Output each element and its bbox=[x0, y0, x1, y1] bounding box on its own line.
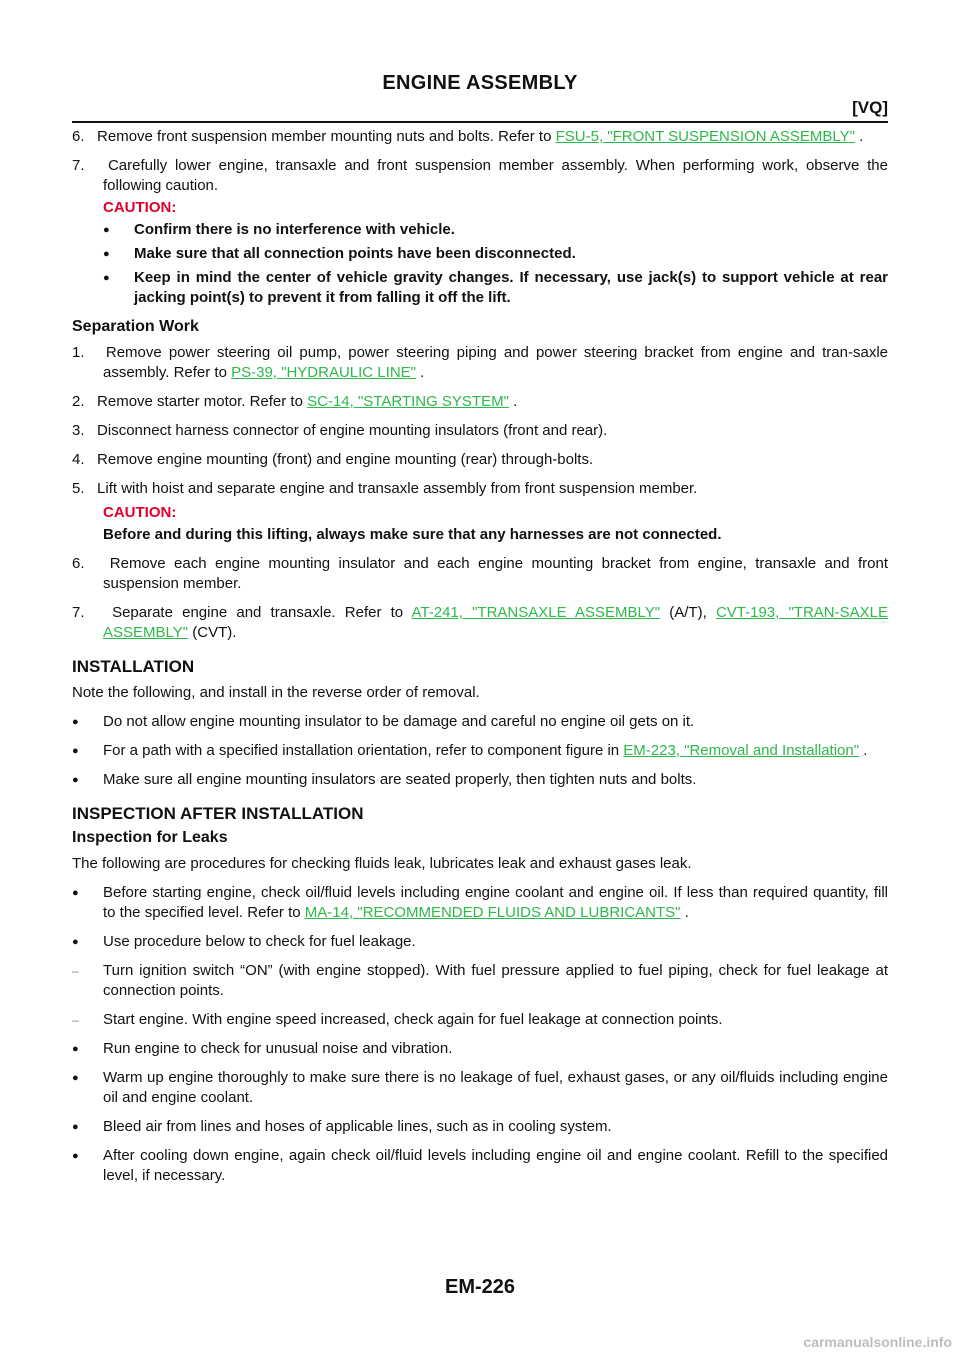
subheading-inspection-leaks: Inspection for Leaks bbox=[72, 829, 228, 846]
link-at-241[interactable]: AT-241, "TRANSAXLE ASSEMBLY" bbox=[411, 604, 661, 621]
installation-bullet: For a path with a specified installation… bbox=[72, 741, 888, 761]
engine-model-label: [VQ] bbox=[852, 98, 888, 117]
sep-step-6: 6. Remove each engine mounting insulator… bbox=[72, 555, 888, 592]
sep-step-1: 1. Remove power steering oil pump, power… bbox=[72, 344, 888, 381]
link-ma-14[interactable]: MA-14, "RECOMMENDED FLUIDS AND LUBRICANT… bbox=[304, 904, 681, 921]
caution-item: Keep in mind the center of vehicle gravi… bbox=[103, 268, 888, 308]
link-em-223[interactable]: EM-223, "Removal and Installation" bbox=[623, 742, 860, 759]
page-number: EM-226 bbox=[444, 1276, 516, 1298]
section-heading-inspection: INSPECTION AFTER INSTALLATION bbox=[72, 804, 364, 823]
section-heading-installation: INSTALLATION bbox=[72, 657, 195, 676]
caution-label: CAUTION: bbox=[103, 504, 177, 521]
installation-intro: Note the following, and install in the r… bbox=[72, 684, 480, 701]
link-fsu-5[interactable]: FSU-5, "FRONT SUSPENSION ASSEMBLY" bbox=[555, 128, 855, 145]
sep-step-3: 3. Disconnect harness connector of engin… bbox=[72, 422, 608, 439]
sep-step-7: 7. Separate engine and transaxle. Refer … bbox=[72, 604, 888, 641]
inspection-bullet: Run engine to check for unusual noise an… bbox=[72, 1039, 888, 1059]
link-ps-39[interactable]: PS-39, "HYDRAULIC LINE" bbox=[231, 364, 416, 381]
caution-item: Confirm there is no interference with ve… bbox=[103, 220, 888, 240]
caution-label: CAUTION: bbox=[103, 199, 177, 216]
caution-text: Before and during this lifting, always m… bbox=[103, 526, 722, 543]
sep-step-2: 2. Remove starter motor. Refer to SC-14,… bbox=[72, 393, 518, 410]
inspection-sub-item: Start engine. With engine speed increase… bbox=[72, 1010, 888, 1030]
step-6-remove-suspension-nuts: 6. Remove front suspension member mounti… bbox=[72, 128, 864, 145]
link-sc-14[interactable]: SC-14, "STARTING SYSTEM" bbox=[307, 393, 509, 410]
sep-step-5: 5. Lift with hoist and separate engine a… bbox=[72, 480, 698, 497]
inspection-bullet: Before starting engine, check oil/fluid … bbox=[72, 883, 888, 923]
section-heading-separation: Separation Work bbox=[72, 318, 199, 335]
inspection-bullet: Bleed air from lines and hoses of applic… bbox=[72, 1117, 888, 1137]
inspection-bullet: Use procedure below to check for fuel le… bbox=[72, 932, 888, 952]
link-cvt-193[interactable]: CVT-193, "TRAN-SAXLE ASSEMBLY" bbox=[103, 604, 888, 641]
caution-item: Make sure that all connection points hav… bbox=[103, 244, 888, 264]
inspection-intro: The following are procedures for checkin… bbox=[72, 855, 692, 872]
site-watermark: carmanualsonline.info bbox=[803, 1334, 952, 1350]
header-divider bbox=[72, 121, 888, 123]
installation-bullet: Do not allow engine mounting insulator t… bbox=[72, 712, 888, 732]
inspection-sub-item: Turn ignition switch “ON” (with engine s… bbox=[72, 961, 888, 1001]
inspection-bullet: Warm up engine thoroughly to make sure t… bbox=[72, 1068, 888, 1108]
step-7-lower-engine: 7. Carefully lower engine, transaxle and… bbox=[72, 157, 888, 194]
page-title: ENGINE ASSEMBLY bbox=[382, 72, 578, 94]
inspection-bullet: After cooling down engine, again check o… bbox=[72, 1146, 888, 1186]
installation-bullet: Make sure all engine mounting insulators… bbox=[72, 770, 888, 790]
manual-content: 6. Remove front suspension member mounti… bbox=[72, 127, 888, 1195]
sep-step-4: 4. Remove engine mounting (front) and en… bbox=[72, 451, 594, 468]
